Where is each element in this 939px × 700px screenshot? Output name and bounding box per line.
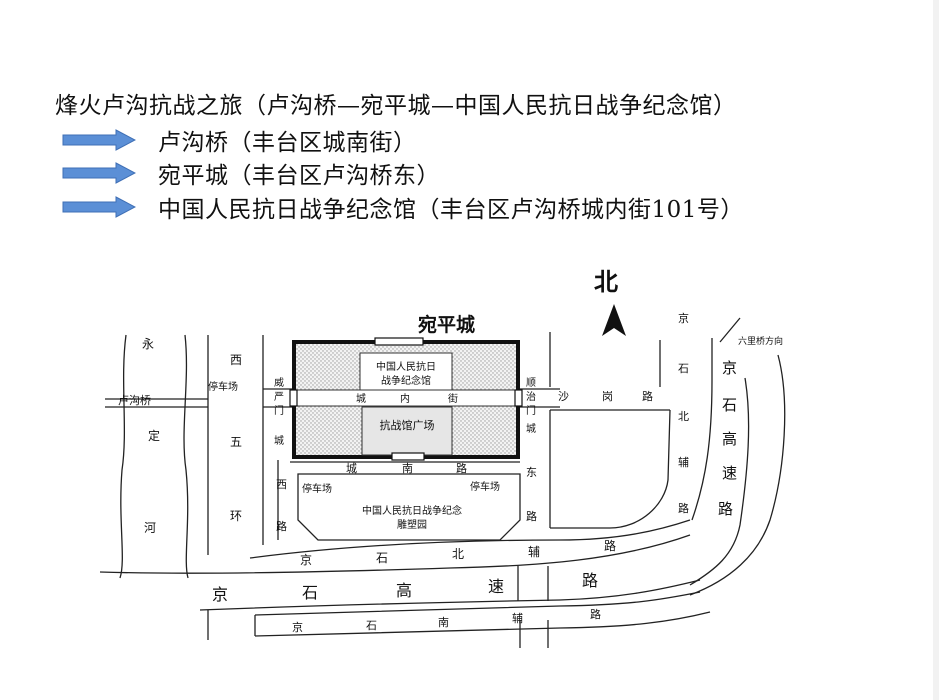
road-label: 石 [366, 619, 377, 632]
road-label: 岗 [602, 390, 613, 403]
road-label: 路 [276, 520, 287, 533]
road-label: 速 [488, 577, 504, 596]
road-label: 辅 [512, 611, 523, 625]
street-label: 内 [400, 392, 410, 405]
plaza-block [361, 406, 453, 456]
gate-label: 治 [526, 390, 536, 403]
gate-label: 门 [526, 404, 536, 417]
road-label: 京 [722, 359, 737, 377]
parking-label: 停车场 [302, 482, 332, 495]
sculpture-park-label: 中国人民抗日战争纪念 [362, 504, 462, 517]
road-label: 辅 [678, 455, 689, 469]
road-label: 路 [718, 500, 733, 518]
road-label: 路 [590, 608, 601, 621]
route-item-label: 卢沟桥（丰台区城南街） [158, 130, 417, 156]
museum-label: 中国人民抗日 [376, 360, 436, 373]
route-item: 卢沟桥（丰台区城南街） [62, 125, 417, 156]
road-label: 沙 [558, 390, 569, 403]
gate-label: 城 [274, 435, 284, 447]
page-title: 烽火卢沟抗战之旅（卢沟桥—宛平城—中国人民抗日战争纪念馆） [55, 93, 737, 119]
road-label: 南 [438, 616, 449, 629]
sculpture-park-label: 雕塑园 [397, 518, 427, 531]
street-label: 南 [402, 462, 413, 475]
river-label: 定 [148, 428, 160, 443]
road-label: 路 [678, 502, 689, 515]
gate-label: 城 [526, 423, 536, 435]
road-label: 京 [292, 620, 303, 634]
road-label: 环 [230, 509, 242, 523]
road-label: 路 [604, 538, 616, 553]
road-label: 北 [452, 547, 464, 561]
route-item-label: 宛平城（丰台区卢沟桥东） [158, 163, 440, 189]
road-label: 高 [722, 430, 737, 448]
west-gate [289, 389, 298, 407]
road-label: 石 [678, 362, 689, 375]
road-label: 西 [276, 478, 287, 491]
road-label: 京 [300, 553, 312, 567]
wanping-label: 宛平城 [417, 313, 475, 336]
street-label: 路 [456, 462, 467, 475]
road-label: 京 [212, 585, 228, 604]
road-label: 路 [526, 510, 537, 523]
plaza-label: 抗战馆广场 [380, 418, 435, 432]
street-label: 城 [356, 393, 366, 405]
gate-label: 威 [274, 376, 284, 389]
museum-label: 战争纪念馆 [381, 374, 431, 387]
arrow-right-icon [62, 196, 136, 218]
road-label: 辅 [528, 545, 540, 559]
scrollbar[interactable] [933, 0, 939, 700]
direction-label: 六里桥方向 [738, 335, 783, 347]
east-gate [514, 389, 523, 407]
road-label: 石 [376, 551, 388, 565]
route-item: 宛平城（丰台区卢沟桥东） [62, 158, 440, 189]
arrow-right-icon [62, 162, 136, 184]
gate-label: 顺 [526, 377, 536, 389]
road-label: 西 [230, 353, 242, 367]
north-arrow-icon [602, 304, 626, 336]
arrow-right-icon [62, 129, 136, 151]
street-label: 街 [448, 392, 458, 405]
parking-label: 停车场 [470, 480, 500, 493]
north-label: 北 [594, 268, 618, 296]
road-label: 北 [678, 410, 689, 423]
road-label: 路 [642, 390, 653, 403]
north-gate [374, 337, 424, 346]
road-label: 石 [302, 583, 318, 602]
gate-label: 门 [274, 404, 284, 417]
south-gate [391, 452, 425, 461]
road-label: 石 [722, 396, 737, 414]
route-item: 中国人民抗日战争纪念馆（丰台区卢沟桥城内街101号） [62, 192, 744, 223]
gate-label: 严 [274, 391, 284, 403]
road-label: 东 [526, 466, 537, 479]
road-label: 速 [722, 464, 737, 482]
street-label: 城 [346, 462, 357, 475]
road-label: 京 [678, 311, 689, 325]
museum-block [359, 352, 453, 391]
river-label: 河 [144, 521, 156, 535]
road-label: 五 [230, 435, 242, 449]
parking-label: 停车场 [208, 380, 238, 393]
road-label: 路 [582, 571, 598, 590]
river-label: 永 [142, 337, 154, 351]
lugouqiao-label: 卢沟桥 [118, 394, 151, 407]
route-item-label: 中国人民抗日战争纪念馆（丰台区卢沟桥城内街101号） [158, 197, 744, 223]
road-label: 高 [396, 581, 412, 600]
